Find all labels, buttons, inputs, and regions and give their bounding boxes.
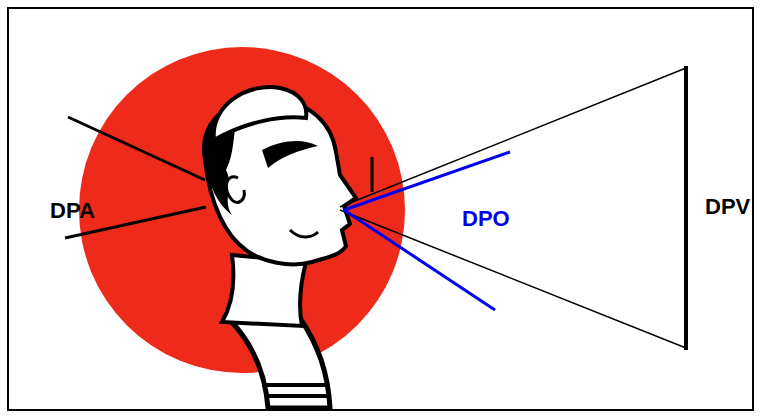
red-disc [79,47,405,373]
view-ray [340,68,686,207]
cap [214,87,307,140]
frame [8,8,753,410]
dimension-label: DPV [705,196,750,218]
near-plane [371,157,374,192]
collar [228,318,330,408]
hair-front [262,141,318,168]
ear [226,177,244,203]
view-ray [340,210,686,348]
dimension-label: DPA [50,200,95,222]
dpa-line [68,117,205,180]
dimension-label: DPO [462,208,510,230]
collar-stripe [262,385,328,396]
view-plane [684,66,688,350]
dpo-line [344,152,510,210]
mouth [290,230,318,237]
